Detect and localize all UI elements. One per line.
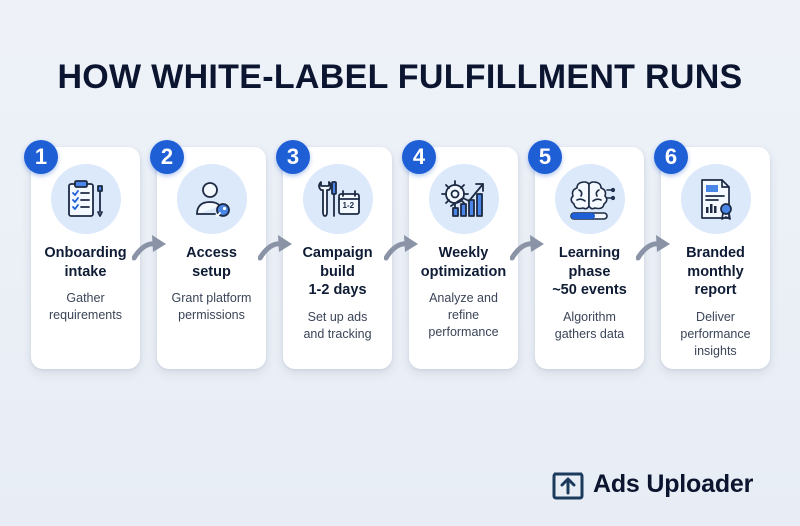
step-title: Onboarding intake	[44, 245, 127, 280]
step-card-weekly-optimization: Weekly optimization Analyze and refine p…	[409, 147, 518, 369]
step-card-monthly-report: Branded monthly report Deliver performan…	[661, 147, 770, 369]
step-number-badge: 2	[150, 140, 184, 174]
step-number-badge: 5	[528, 140, 562, 174]
arrow-right-icon	[384, 235, 418, 261]
step-title: Learning phase ~50 events	[552, 245, 627, 298]
brain-progress-icon	[554, 164, 625, 234]
upload-box-icon	[552, 472, 584, 500]
brand-logo: Ads Uploader	[552, 468, 753, 500]
step-title: Campaign build 1-2 days	[302, 245, 373, 298]
step-card-onboarding: Onboarding intake Gather requirements	[31, 147, 140, 369]
page-title: HOW WHITE-LABEL FULFILLMENT RUNS	[57, 58, 743, 96]
user-key-icon	[176, 164, 247, 234]
tools-calendar-icon: 1-2	[302, 164, 373, 234]
step-card-campaign-build: 1-2 Campaign build 1-2 days Set up ads a…	[283, 147, 392, 369]
step-title: Access setup	[186, 245, 237, 280]
step-card-learning-phase: Learning phase ~50 events Algorithm gath…	[535, 147, 644, 369]
clipboard-checklist-icon	[50, 164, 121, 234]
step-description: Analyze and refine performance	[428, 291, 499, 339]
step-description: Grant platform permissions	[171, 291, 252, 322]
step-number-badge: 4	[402, 140, 436, 174]
step-description: Algorithm gathers data	[554, 310, 625, 341]
step-number-badge: 3	[276, 140, 310, 174]
step-number-badge: 1	[24, 140, 58, 174]
arrow-right-icon	[636, 235, 670, 261]
arrow-right-icon	[132, 235, 166, 261]
arrow-right-icon	[510, 235, 544, 261]
step-number-badge: 6	[654, 140, 688, 174]
step-title: Weekly optimization	[420, 245, 507, 280]
report-ribbon-icon	[680, 164, 751, 234]
arrow-right-icon	[258, 235, 292, 261]
step-card-access: Access setup Grant platform permissions	[157, 147, 266, 369]
step-description: Gather requirements	[49, 291, 122, 322]
step-title: Branded monthly report	[686, 245, 745, 298]
step-description: Deliver performance insights	[680, 310, 751, 358]
step-description: Set up ads and tracking	[303, 310, 372, 341]
calendar-text: 1-2	[342, 201, 355, 210]
gear-growth-chart-icon	[428, 164, 499, 234]
brand-name: Ads Uploader	[593, 469, 754, 498]
process-steps: 1 Onboarding intake Gather requirements	[24, 140, 770, 369]
